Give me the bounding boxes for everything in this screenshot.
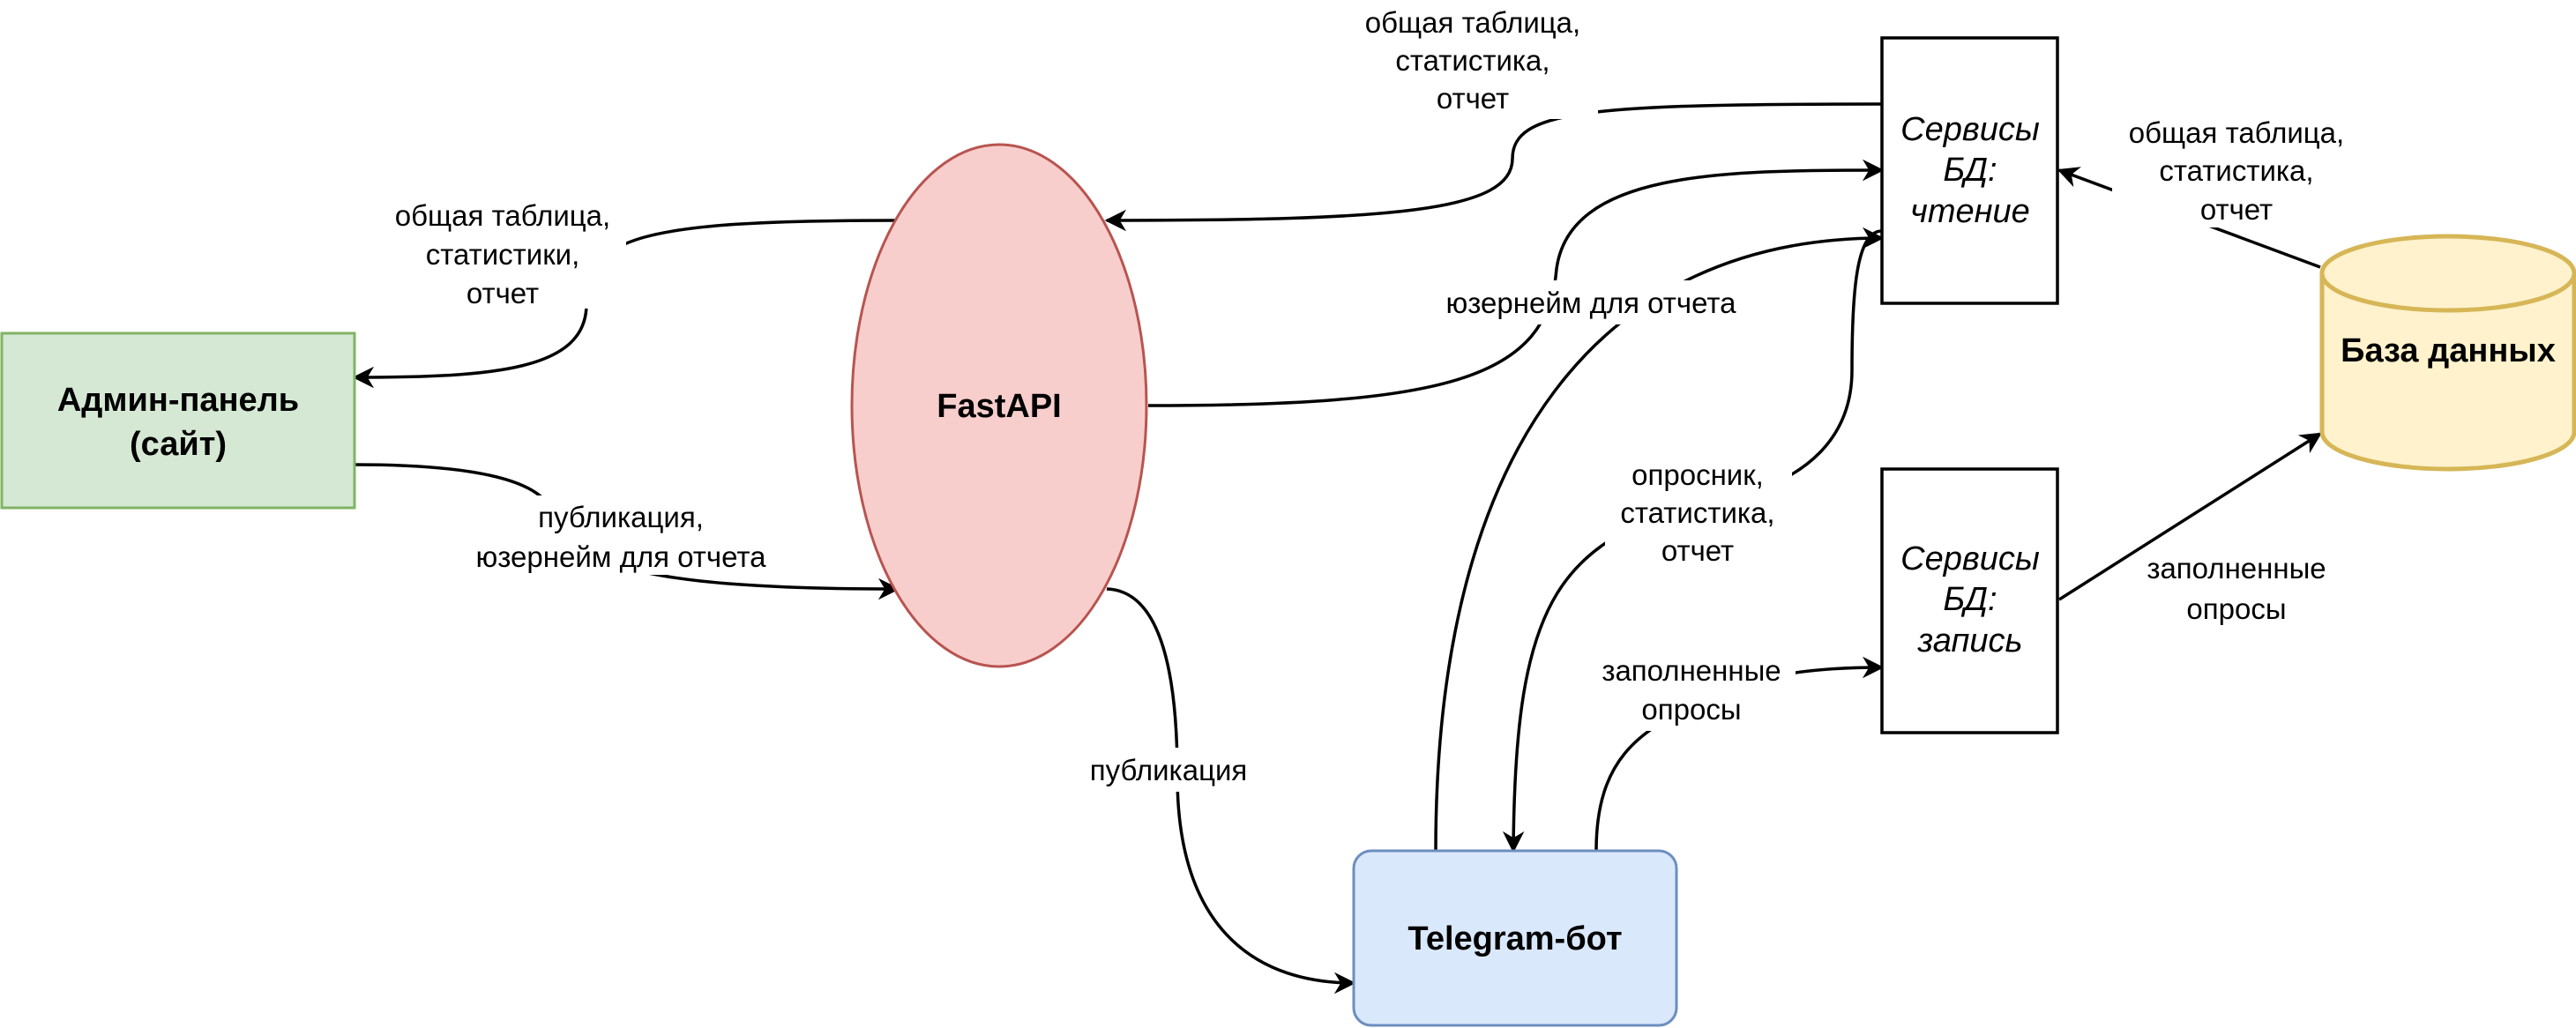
label-line: общая таблица, [395, 199, 610, 232]
label-line: статистика, [1395, 44, 1549, 77]
label-database-to-read-services: общая таблица, статистика, отчет [2112, 113, 2361, 227]
edge-read-services-to-fastapi [1104, 102, 1883, 232]
label-write-services-to-database: заполненные опросы [2147, 552, 2326, 625]
node-fastapi: FastAPI [850, 143, 1148, 668]
label-line: отчет [1661, 534, 1734, 567]
node-label-line: БД: [1943, 152, 1997, 189]
label-line: статистики, [426, 238, 580, 271]
node-db-write-services: Сервисы БД: запись [1880, 467, 2059, 734]
label-telegram-to-write-services: заполненные опросы [1587, 650, 1796, 731]
label-fastapi-to-read-services: юзернейм для отчета [1427, 280, 1755, 324]
node-label-line: Telegram-бот [1407, 920, 1622, 957]
node-label-line: чтение [1910, 193, 2030, 230]
node-telegram-bot: Telegram-бот [1352, 849, 1678, 1027]
node-label-line: Админ-панель [57, 382, 299, 419]
edge-telegram-to-read-services [1434, 227, 1885, 852]
node-label-line: (сайт) [130, 426, 227, 463]
label-admin-to-fastapi: публикация, юзернейм для отчета [457, 495, 785, 575]
label-read-services-to-telegram: опросник, статистика, отчет [1605, 448, 1792, 571]
edge-fastapi-to-read-services [1147, 159, 1885, 407]
label-line: заполненные [2147, 552, 2326, 585]
label-line: опросы [1641, 693, 1741, 726]
label-read-services-to-fastapi: общая таблица, статистика, отчет [1349, 0, 1598, 119]
node-label-line: запись [1917, 622, 2023, 659]
node-label-line: FastAPI [937, 388, 1061, 425]
label-fastapi-to-admin: общая таблица, статистики, отчет [377, 194, 626, 309]
node-label-line: Сервисы [1900, 540, 2040, 577]
label-line: отчет [2200, 193, 2273, 226]
node-database: База данных [2319, 234, 2576, 472]
label-line: отчет [1437, 82, 1509, 115]
label-line: публикация, [538, 501, 704, 533]
node-admin-panel: Админ-панель (сайт) [0, 331, 356, 510]
label-line: статистика, [1620, 496, 1774, 529]
node-db-read-services: Сервисы БД: чтение [1880, 36, 2059, 305]
label-line: опросник, [1631, 458, 1764, 491]
edge-write-services-to-database [2058, 432, 2323, 601]
node-label-line: База данных [2341, 332, 2556, 369]
label-line: отчет [467, 277, 539, 309]
label-line: статистика, [2159, 154, 2313, 187]
node-label-line: Сервисы [1900, 111, 2040, 148]
label-line: публикация [1090, 754, 1248, 786]
label-line: заполненные [1602, 654, 1781, 687]
label-line: общая таблица, [2129, 116, 2344, 149]
label-line: общая таблица, [1365, 6, 1580, 39]
node-label-line: БД: [1943, 581, 1997, 618]
label-line: юзернейм для отчета [476, 540, 767, 573]
label-line: опросы [2186, 592, 2286, 625]
label-fastapi-to-telegram: публикация [1078, 748, 1259, 792]
label-line: юзернейм для отчета [1446, 287, 1737, 319]
